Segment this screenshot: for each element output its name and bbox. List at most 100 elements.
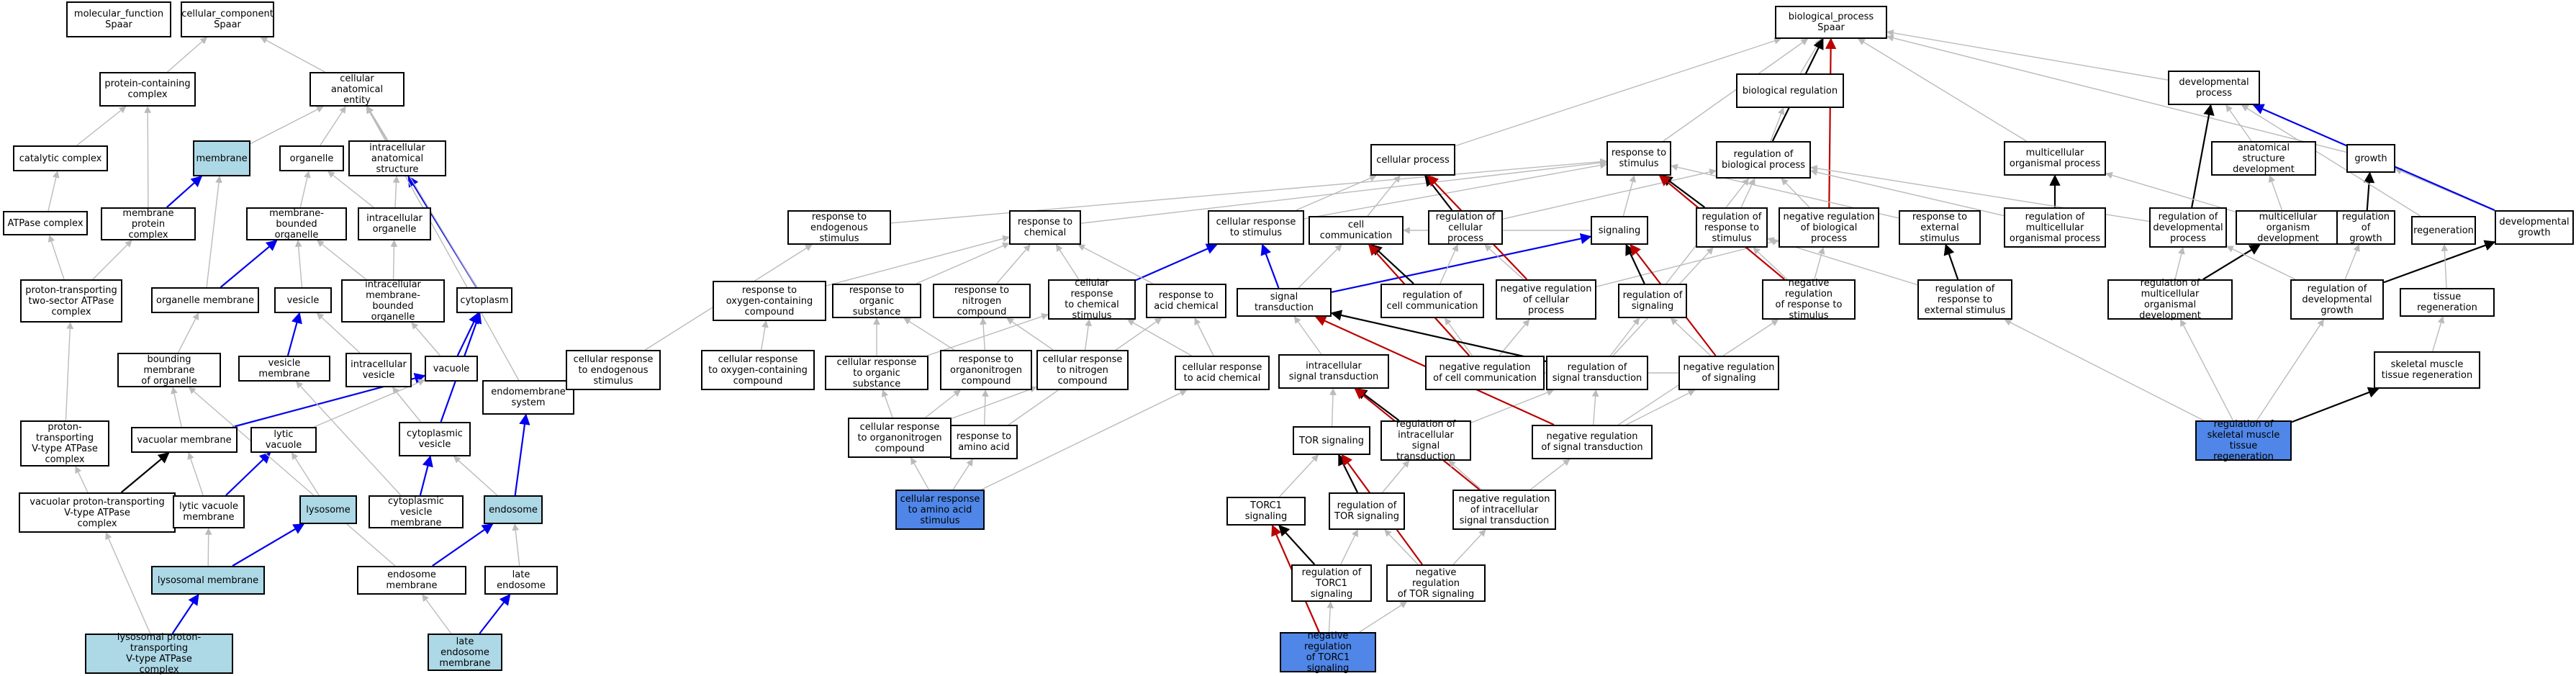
term-node-rmod[interactable]: regulation of multicellular organismal d… [2107, 278, 2233, 321]
term-node-racid[interactable]: response to acid chemical [1146, 284, 1226, 318]
term-node-catc[interactable]: catalytic complex [13, 145, 108, 171]
term-node-mf[interactable]: molecular_function Spaar [66, 1, 171, 37]
term-node-organelle[interactable]: organelle [279, 145, 344, 171]
term-node-cproc[interactable]: cellular process [1370, 144, 1455, 176]
term-node-vacm[interactable]: vacuolar membrane [131, 427, 238, 453]
term-node-cros[interactable]: cellular response to organic substance [825, 356, 928, 390]
term-node-dp[interactable]: developmental process [2168, 71, 2260, 105]
term-node-vm[interactable]: vesicle membrane [238, 356, 330, 382]
term-node-ems[interactable]: endomembrane system [482, 380, 574, 415]
term-node-ias[interactable]: intracellular anatomical structure [348, 140, 446, 176]
term-node-lend[interactable]: late endosome [484, 566, 558, 595]
term-node-regen[interactable]: regeneration [2411, 216, 2476, 245]
term-node-rorgn[interactable]: response to organonitrogen compound [940, 350, 1032, 390]
term-node-cytoplasm[interactable]: cytoplasm [456, 287, 512, 313]
term-node-devg[interactable]: developmental growth [2495, 210, 2574, 245]
term-node-rend[interactable]: response to endogenous stimulus [787, 210, 891, 245]
term-node-rtor[interactable]: regulation of TOR signaling [1329, 492, 1405, 530]
term-node-mop[interactable]: multicellular organismal process [2004, 141, 2106, 176]
term-node-crs[interactable]: cellular response to stimulus [1208, 210, 1304, 245]
term-node-ist[interactable]: intracellular signal transduction [1278, 354, 1389, 389]
term-node-cytv[interactable]: cytoplasmic vesicle [399, 422, 471, 456]
term-node-asd[interactable]: anatomical structure development [2211, 141, 2316, 176]
term-node-atpc[interactable]: ATPase complex [3, 211, 88, 235]
term-node-tor[interactable]: TOR signaling [1293, 426, 1370, 455]
term-node-crocc[interactable]: cellular response to oxygen-containing c… [701, 350, 815, 390]
term-node-breg[interactable]: biological regulation [1736, 73, 1844, 108]
term-node-lysosome[interactable]: lysosome [299, 495, 357, 524]
term-node-rcp[interactable]: regulation of cellular process [1428, 210, 1503, 245]
term-node-rdg[interactable]: regulation of developmental growth [2290, 279, 2384, 320]
term-node-crac[interactable]: cellular response to acid chemical [1175, 356, 1270, 390]
term-node-lptv[interactable]: lysosomal proton-transporting V-type ATP… [85, 632, 233, 675]
term-node-rstim[interactable]: response to stimulus [1606, 141, 1671, 176]
term-node-nrcp[interactable]: negative regulation of cellular process [1496, 279, 1596, 320]
term-node-nrbp[interactable]: negative regulation of biological proces… [1779, 207, 1879, 248]
term-node-croc[interactable]: cellular response to organonitrogen comp… [848, 418, 952, 458]
term-node-rocc[interactable]: response to oxygen-containing compound [713, 281, 826, 321]
term-node-bmo[interactable]: bounding membrane of organelle [117, 353, 221, 387]
term-node-torc1[interactable]: TORC1 signaling [1226, 497, 1306, 526]
term-node-vesicle[interactable]: vesicle [274, 287, 332, 313]
term-node-mpc[interactable]: membrane protein complex [101, 207, 196, 240]
term-node-rrs[interactable]: regulation of response to stimulus [1696, 207, 1768, 248]
term-node-ptv[interactable]: proton-transporting V-type ATPase comple… [20, 420, 109, 467]
edge-endosome-has_part-ems [514, 413, 530, 496]
term-node-craa[interactable]: cellular response to amino acid stimulus [895, 490, 985, 530]
term-node-rext[interactable]: response to external stimulus [1899, 210, 1981, 245]
term-node-nrst[interactable]: negative regulation of signal transducti… [1532, 425, 1653, 459]
term-node-raa[interactable]: response to amino acid [950, 425, 1018, 459]
term-node-crcs[interactable]: cellular response to chemical stimulus [1048, 278, 1136, 321]
term-node-rgrowth[interactable]: regulation of growth [2336, 210, 2395, 245]
term-node-rist[interactable]: regulation of intracellular signal trans… [1380, 419, 1471, 462]
term-node-cae[interactable]: cellular anatomical entity [309, 72, 405, 107]
term-node-lysm[interactable]: lysosomal membrane [151, 566, 265, 595]
term-node-om[interactable]: organelle membrane [151, 287, 259, 313]
term-node-nrsig[interactable]: negative regulation of signaling [1678, 356, 1779, 390]
term-node-nrtorc1[interactable]: negative regulation of TORC1 signaling [1280, 631, 1376, 674]
term-node-nrcc[interactable]: negative regulation of cell communicatio… [1425, 356, 1545, 390]
term-node-cc[interactable]: cellular_component Spaar [181, 1, 274, 37]
term-node-iv[interactable]: intracellular vesicle [345, 353, 412, 387]
term-node-pt2[interactable]: proton-transporting two-sector ATPase co… [20, 279, 122, 323]
term-node-lytv[interactable]: lytic vacuole [250, 427, 317, 453]
term-node-lvm[interactable]: lytic vacuole membrane [173, 495, 245, 528]
term-node-iorg[interactable]: intracellular organelle [358, 207, 431, 240]
term-node-rdp[interactable]: regulation of developmental process [2149, 207, 2227, 248]
edge-racid-is_a-rchem [1077, 244, 1154, 284]
term-node-endm[interactable]: endosome membrane [357, 566, 466, 595]
term-node-growth[interactable]: growth [2346, 144, 2395, 173]
term-node-cellcomm[interactable]: cell communication [1309, 216, 1404, 245]
term-node-nrrs[interactable]: negative regulation of response to stimu… [1762, 278, 1856, 321]
term-node-rcc[interactable]: regulation of cell communication [1380, 284, 1484, 318]
term-node-rnc[interactable]: response to nitrogen compound [933, 284, 1031, 318]
term-node-treg[interactable]: tissue regeneration [2400, 288, 2495, 317]
term-node-st[interactable]: signal transduction [1237, 288, 1332, 317]
term-node-bp[interactable]: biological_process Spaar [1775, 6, 1887, 39]
term-node-rres[interactable]: regulation of response to external stimu… [1917, 279, 2012, 320]
term-node-nrist[interactable]: negative regulation of intracellular sig… [1452, 490, 1556, 530]
term-node-rsig[interactable]: regulation of signaling [1618, 284, 1687, 318]
term-node-vptv[interactable]: vacuolar proton-transporting V-type ATPa… [19, 492, 176, 533]
term-node-mod[interactable]: multicellular organism development [2236, 210, 2341, 245]
term-node-signaling[interactable]: signaling [1591, 216, 1648, 245]
term-node-rbp[interactable]: regulation of biological process [1716, 141, 1811, 179]
term-node-rst[interactable]: regulation of signal transduction [1546, 356, 1648, 390]
term-node-crnc[interactable]: cellular response to nitrogen compound [1036, 350, 1129, 390]
term-node-membrane[interactable]: membrane [193, 140, 250, 176]
term-node-lem[interactable]: late endosome membrane [428, 634, 502, 671]
term-node-rtorc1[interactable]: regulation of TORC1 signaling [1291, 564, 1372, 602]
term-node-vacuole[interactable]: vacuole [425, 356, 478, 382]
term-node-cres[interactable]: cellular response to endogenous stimulus [566, 350, 661, 390]
term-node-smtr[interactable]: skeletal muscle tissue regeneration [2374, 351, 2480, 389]
term-node-cvm[interactable]: cytoplasmic vesicle membrane [369, 495, 464, 528]
term-node-rsmtr[interactable]: regulation of skeletal muscle tissue reg… [2195, 419, 2292, 462]
term-node-nrtor[interactable]: negative regulation of TOR signaling [1386, 564, 1486, 602]
term-node-pcc[interactable]: protein-containing complex [99, 72, 196, 107]
term-node-endosome[interactable]: endosome [484, 495, 543, 524]
term-node-rchem[interactable]: response to chemical [1009, 210, 1081, 245]
term-node-rmop[interactable]: regulation of multicellular organismal p… [2004, 207, 2106, 248]
term-node-mbo[interactable]: membrane-bounded organelle [246, 207, 347, 240]
term-node-imbo[interactable]: intracellular membrane-bounded organelle [341, 279, 445, 323]
term-node-ros[interactable]: response to organic substance [832, 284, 921, 318]
